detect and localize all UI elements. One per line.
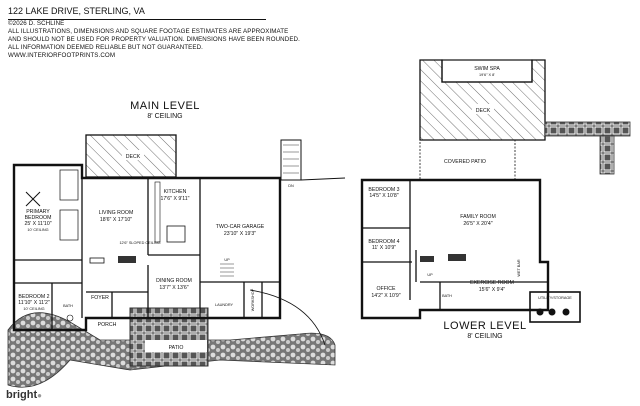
- dining-room-dimensions: 13'7" X 13'6": [159, 285, 188, 291]
- workshop-label: WORKSHOP: [251, 288, 255, 311]
- foyer-label: FOYER: [91, 295, 109, 301]
- patio-label: PATIO: [169, 345, 184, 351]
- primary-bedroom: PRIMARY BEDROOM 25' X 11'10" 10' CEILING: [24, 191, 52, 232]
- utility-label: UTILITY/STORAGE: [538, 296, 572, 300]
- bedroom2-ceiling: 10' CEILING: [23, 307, 44, 311]
- bedroom2-dimensions: 11'10" X 11'2": [18, 300, 50, 306]
- garage-dimensions: 23'10" X 19'3": [224, 231, 256, 237]
- office-dimensions: 14'2" X 10'9": [371, 293, 400, 299]
- exercise-room-dimensions: 15'6" X 9'4": [479, 287, 506, 293]
- swim-spa-label: SWIM SPA: [474, 66, 500, 72]
- office-label: OFFICE: [376, 286, 396, 292]
- kitchen-dimensions: 17'6" X 9'11": [161, 196, 190, 202]
- family-room-dimensions: 26'5" X 20'4": [463, 221, 492, 227]
- dining-room-label: DINING ROOM: [156, 278, 192, 284]
- family-room-label: FAMILY ROOM: [460, 214, 496, 220]
- lower-house-outline: [360, 178, 550, 320]
- sloped-ceiling-note: 12'6" SLOPED CEILING: [119, 241, 160, 245]
- lower-level-plan: SWIM SPA 19'6" X 8' DECK COVERED PATIO B…: [360, 59, 631, 323]
- header-rule: [8, 19, 266, 20]
- primary-label: PRIMARY: [26, 209, 50, 215]
- primary-bedroom-label: BEDROOM: [25, 215, 52, 221]
- lower-level-title: LOWER LEVEL: [443, 320, 527, 332]
- patio-pavers: [129, 307, 209, 367]
- bedroom3-dimensions: 14'5" X 10'8": [369, 193, 398, 199]
- exercise-room-label: EXERCISE ROOM: [470, 280, 514, 286]
- kitchen-label: KITCHEN: [164, 189, 187, 195]
- living-room-dimensions: 18'6" X 17'10": [100, 217, 132, 223]
- bedroom4-label: BEDROOM 4: [368, 239, 399, 245]
- main-level-ceiling: 8' CEILING: [147, 113, 183, 120]
- main-house-outline: [12, 163, 282, 332]
- primary-ceiling: 10' CEILING: [27, 228, 48, 232]
- disclaimer-line-1: ALL ILLUSTRATIONS, DIMENSIONS AND SQUARE…: [8, 28, 289, 35]
- lower-fireplace: [448, 254, 466, 261]
- primary-dimensions: 25' X 11'10": [24, 221, 51, 227]
- utility-storage-room: [529, 291, 581, 323]
- main-level-title: MAIN LEVEL: [130, 100, 200, 112]
- bedroom2-label: BEDROOM 2: [18, 294, 49, 300]
- fireplace: [118, 256, 136, 263]
- lower-level-ceiling: 8' CEILING: [467, 333, 503, 340]
- kitchen-island: [166, 225, 186, 243]
- main-level-plan: PATIO DECK DN PRIMARY BEDROOM 25' X 11'1…: [7, 134, 346, 388]
- lower-deck: [419, 59, 546, 141]
- living-room-label: LIVING ROOM: [99, 210, 134, 216]
- wet-bar-label: WET BAR: [517, 259, 521, 276]
- main-deck-label: DECK: [126, 154, 141, 160]
- property-address: 122 LAKE DRIVE, STERLING, VA: [8, 6, 145, 16]
- garage-label: TWO-CAR GARAGE: [216, 224, 265, 230]
- garage-stair-up-label: UP: [224, 258, 230, 262]
- bright-watermark: bright●: [4, 388, 68, 402]
- lower-level-heading: LOWER LEVEL 8' CEILING: [430, 320, 540, 340]
- lower-bath-label: BATH: [442, 294, 452, 298]
- stair-dn-label: DN: [288, 184, 294, 188]
- main-level-heading: MAIN LEVEL 8' CEILING: [110, 100, 220, 120]
- lower-stair-up-label: UP: [427, 273, 433, 277]
- porch-label: PORCH: [98, 322, 117, 328]
- bedroom3-label: BEDROOM 3: [368, 187, 399, 193]
- main-bath-label: BATH: [63, 304, 73, 308]
- website: WWW.INTERIORFOOTPRINTS.COM: [8, 52, 116, 59]
- walkway-stones: [544, 121, 631, 137]
- bedroom4-dimensions: 11' X 10'9": [372, 245, 396, 251]
- disclaimer-line-2: AND SHOULD NOT BE USED FOR PROPERTY VALU…: [8, 36, 300, 43]
- lower-deck-label: DECK: [476, 108, 491, 114]
- copyright: ©2026 D. SCHLINE: [8, 20, 65, 27]
- disclaimer-line-3: ALL INFORMATION DEEMED RELIABLE BUT NOT …: [8, 44, 203, 51]
- covered-patio-label: COVERED PATIO: [444, 159, 486, 165]
- chimney-stair: [280, 139, 302, 181]
- laundry-label: LAUNDRY: [215, 303, 234, 307]
- swim-spa-dimensions: 19'6" X 8': [479, 73, 495, 77]
